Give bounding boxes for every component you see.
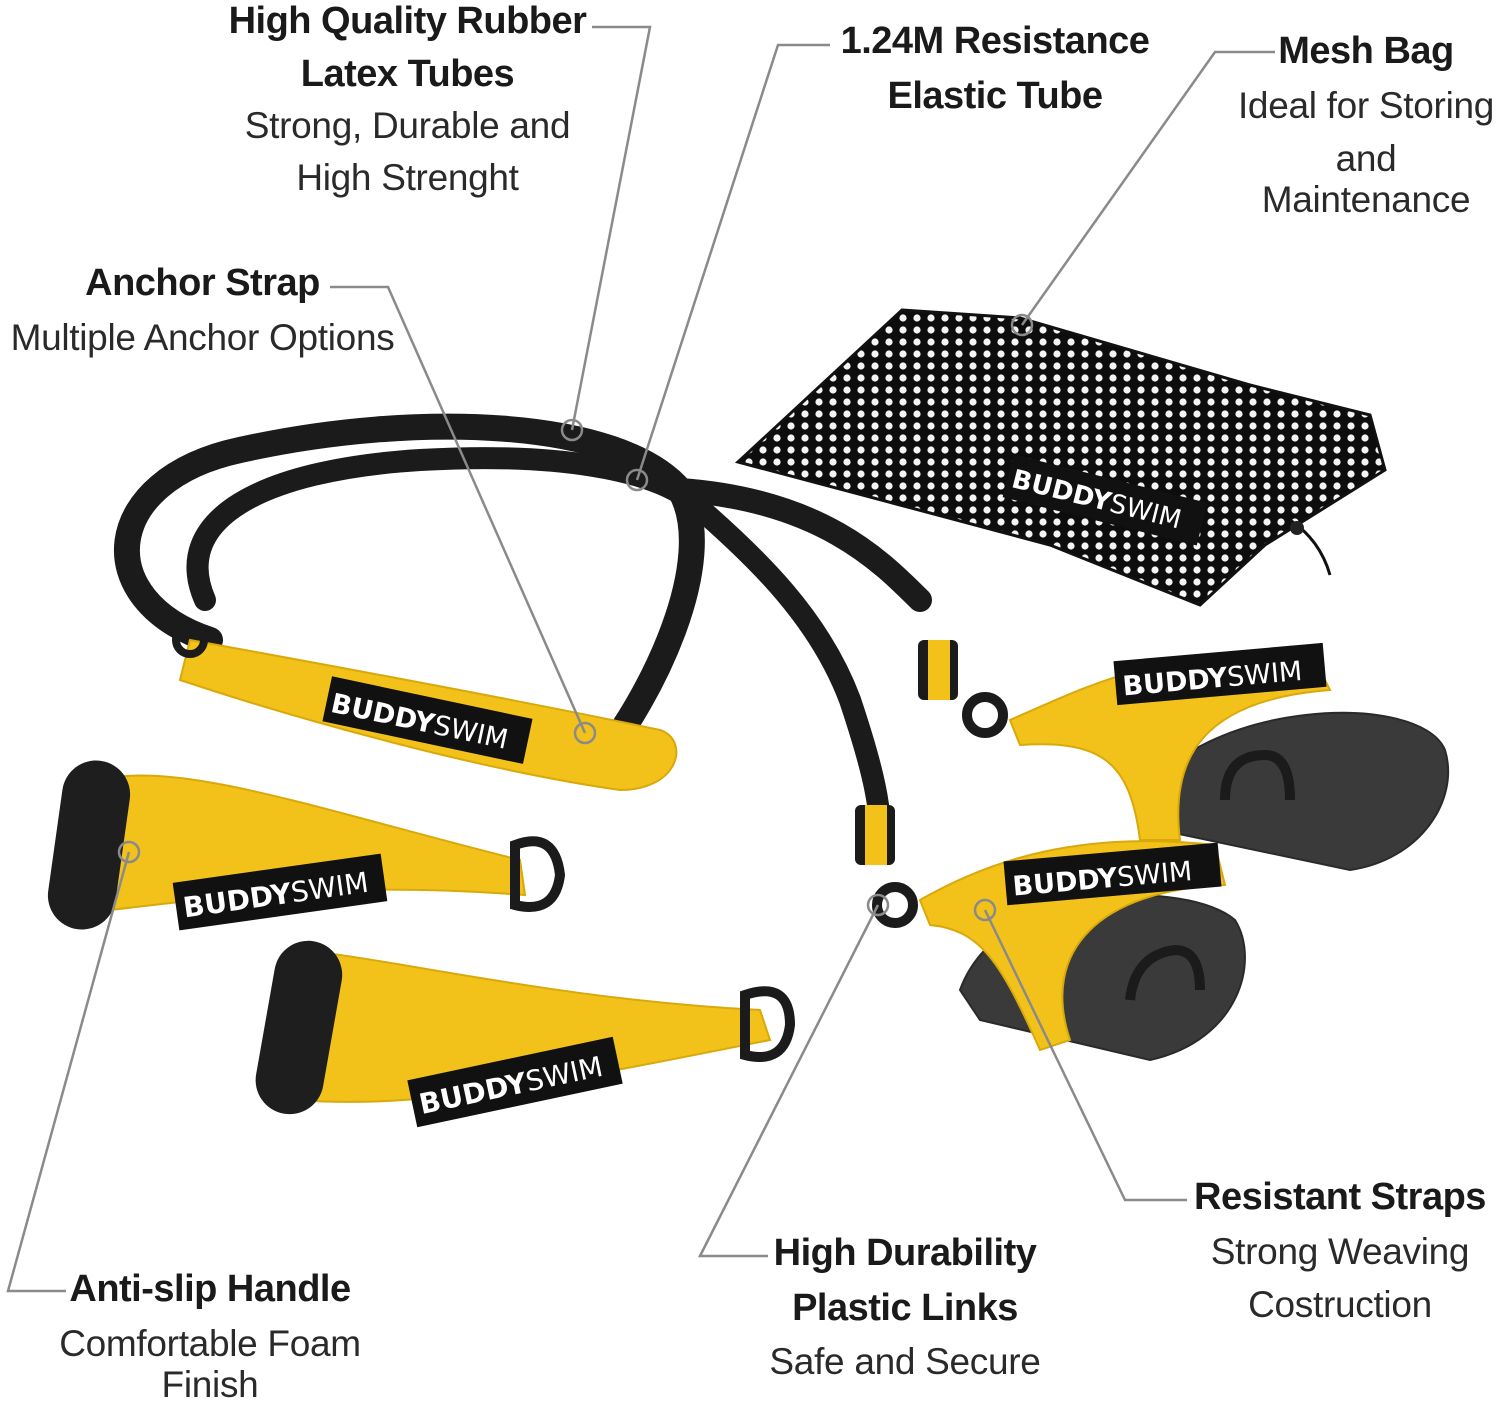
callout-anchor-strap-desc: Multiple Anchor Options (10, 316, 395, 358)
paddle-top: BUDDYSWIM (1008, 642, 1450, 872)
handle-bottom: BUDDYSWIM (255, 940, 796, 1128)
leader-resistant-straps (983, 909, 1187, 1202)
anchor-strap: BUDDYSWIM (172, 622, 678, 792)
leader-mesh-bag (1020, 50, 1275, 326)
callout-rubber-tubes: High Quality Rubber Latex Tubes Strong, … (215, 0, 600, 198)
leader-lines (6, 25, 1275, 1293)
elastic-tubes (113, 413, 932, 841)
leader-resistance-tube (635, 43, 830, 481)
callout-mesh-bag-desc-2: and Maintenance (1261, 137, 1471, 221)
callout-rubber-tubes-title-1: High Quality Rubber (228, 0, 587, 42)
leader-anchor-strap (330, 285, 587, 734)
mesh-bag: BUDDYSWIM (734, 308, 1387, 607)
leader-anti-slip-handle (6, 851, 131, 1293)
leader-rubber-tubes (570, 25, 652, 431)
callout-resistance-tube-title-1: 1.24M Resistance (840, 20, 1150, 62)
callout-resistant-straps-desc-1: Strong Weaving (1210, 1230, 1470, 1272)
callout-mesh-bag-title: Mesh Bag (1278, 30, 1454, 72)
handle-top: BUDDYSWIM (47, 760, 566, 931)
callout-resistant-straps-title: Resistant Straps (1194, 1176, 1486, 1218)
callout-anti-slip-handle: Anti-slip Handle Comfortable Foam Finish (10, 1268, 410, 1405)
callout-plastic-links-title-1: High Durability (773, 1232, 1037, 1274)
paddle-bottom: BUDDYSWIM (918, 840, 1246, 1062)
callout-plastic-links-desc: Safe and Secure (769, 1341, 1041, 1383)
callout-rubber-tubes-desc-2: High Strenght (296, 156, 519, 198)
callout-rubber-tubes-desc-1: Strong, Durable and (244, 105, 571, 147)
callout-rubber-tubes-title-2: Latex Tubes (300, 52, 515, 95)
callout-resistance-tube: 1.24M Resistance Elastic Tube (835, 20, 1155, 117)
callout-mesh-bag: Mesh Bag Ideal for Storing and Maintenan… (1232, 30, 1500, 221)
callout-resistant-straps: Resistant Straps Strong Weaving Costruct… (1180, 1176, 1500, 1325)
callout-resistant-straps-desc-2: Costruction (1248, 1283, 1432, 1325)
callout-plastic-links: High Durability Plastic Links Safe and S… (755, 1232, 1055, 1383)
callout-anti-slip-handle-desc: Comfortable Foam Finish (59, 1322, 361, 1405)
callout-anti-slip-handle-title: Anti-slip Handle (69, 1268, 351, 1310)
leader-plastic-links (697, 904, 880, 1258)
callout-anchor-strap: Anchor Strap Multiple Anchor Options (10, 262, 395, 358)
callout-anchor-strap-title: Anchor Strap (85, 262, 320, 304)
callout-mesh-bag-desc-1: Ideal for Storing (1237, 84, 1495, 126)
callout-plastic-links-title-2: Plastic Links (792, 1286, 1018, 1329)
callout-resistance-tube-title-2: Elastic Tube (887, 74, 1103, 117)
